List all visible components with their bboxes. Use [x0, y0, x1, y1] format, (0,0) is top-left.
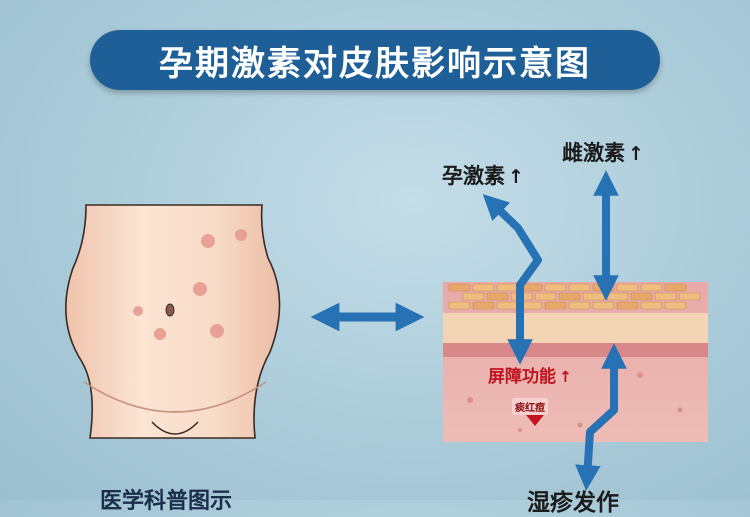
- up-arrow-icon: ↑: [628, 143, 644, 165]
- progesterone-label: 孕激素↑: [442, 160, 524, 190]
- pore: [467, 397, 473, 403]
- rash-spot: [235, 229, 247, 241]
- rash-spot: [193, 282, 207, 296]
- progesterone-arrow: [482, 194, 542, 365]
- page-title: 孕期激素对皮肤影响示意图: [159, 43, 591, 84]
- corneum-tile: [544, 301, 567, 310]
- belly-crease: [83, 381, 267, 413]
- pore: [677, 407, 683, 413]
- rash-spot: [210, 324, 224, 338]
- corneum-tile: [486, 292, 509, 301]
- corneum-tile: [640, 283, 663, 292]
- corneum-tile: [592, 301, 615, 310]
- basal-layer: [443, 343, 708, 357]
- epidermis-layer: [443, 313, 708, 343]
- corneum-tile: [664, 283, 687, 292]
- corneum-tile: [544, 283, 567, 292]
- rash-spot: [154, 328, 166, 340]
- caption-right: 湿疹发作: [527, 490, 619, 516]
- pore: [637, 372, 643, 378]
- estrogen-label: 雌激素↑: [562, 137, 644, 167]
- corneum-tile: [534, 292, 557, 301]
- corneum-tile: [616, 283, 639, 292]
- corneum-tile: [462, 292, 485, 301]
- corneum-tile: [640, 301, 663, 310]
- pore: [577, 422, 583, 428]
- corneum-tile: [448, 301, 471, 310]
- progesterone-text: 孕激素: [442, 164, 505, 188]
- belly-skin: [65, 204, 281, 439]
- corneum-tile: [616, 301, 639, 310]
- diagram-canvas: [65, 170, 708, 491]
- corneum-tile: [472, 301, 495, 310]
- belly-hip-line: [151, 421, 199, 435]
- barrier-label: 屏障功能↑: [488, 362, 572, 387]
- eczema-arrow: [575, 343, 627, 491]
- corneum-tile: [568, 301, 591, 310]
- up-arrow-icon: ↑: [559, 368, 572, 386]
- corneum-tile: [496, 301, 519, 310]
- corneum-tile: [678, 292, 701, 301]
- caption-left: 医学科普图示: [100, 489, 233, 514]
- belly-illustration: [65, 204, 281, 439]
- corneum-tile: [558, 292, 581, 301]
- corneum-tile: [568, 283, 591, 292]
- rash-spot: [133, 306, 143, 316]
- corneum-tile: [496, 283, 519, 292]
- corneum-tile: [630, 292, 653, 301]
- skin-cross-section: [443, 282, 708, 442]
- estrogen-text: 雌激素: [562, 141, 625, 165]
- rash-spots: [133, 229, 247, 340]
- redness-tag: 痰红痘: [512, 398, 548, 415]
- barrier-text: 屏障功能: [488, 367, 556, 387]
- up-arrow-icon: ↑: [508, 166, 524, 188]
- corneum-tile: [606, 292, 629, 301]
- corneum-tile: [654, 292, 677, 301]
- corneum-tile: [472, 283, 495, 292]
- pore: [518, 428, 522, 432]
- rash-spot: [201, 234, 215, 248]
- corneum-tile: [664, 301, 687, 310]
- corneum-tile: [448, 283, 471, 292]
- navel: [165, 303, 175, 317]
- corneum-tile: [582, 292, 605, 301]
- corneum-tile: [520, 301, 543, 310]
- title-banner: 孕期激素对皮肤影响示意图: [90, 30, 660, 90]
